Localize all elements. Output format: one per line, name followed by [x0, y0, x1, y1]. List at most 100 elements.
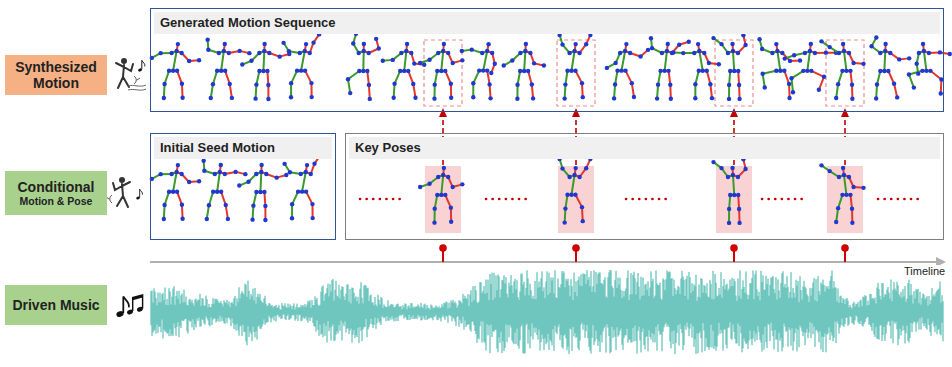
- joint: [162, 96, 166, 100]
- joint: [223, 42, 227, 46]
- joint: [562, 220, 566, 224]
- joint: [774, 42, 778, 46]
- joint: [180, 96, 184, 100]
- joint: [618, 51, 622, 55]
- joint: [736, 193, 740, 197]
- joint: [418, 185, 422, 189]
- joint: [732, 193, 736, 197]
- joint: [524, 42, 528, 46]
- note-beam: [133, 295, 143, 311]
- stick-figure: [907, 42, 952, 96]
- joint: [247, 51, 251, 55]
- joint: [542, 63, 546, 67]
- stick-figure: [557, 157, 592, 225]
- note-stem: [142, 60, 145, 69]
- joint: [217, 51, 221, 55]
- joint: [180, 217, 184, 221]
- joint: [847, 51, 851, 55]
- stick-figure: [237, 163, 288, 222]
- joint: [158, 172, 162, 176]
- joint: [211, 82, 215, 86]
- joint: [309, 172, 313, 176]
- stick-figure: [150, 42, 202, 100]
- joint: [719, 166, 723, 170]
- joint: [374, 37, 378, 41]
- joint: [254, 190, 258, 194]
- joint: [928, 69, 932, 73]
- joint: [623, 68, 627, 72]
- joint: [310, 202, 314, 206]
- limb: [362, 51, 364, 71]
- joint: [266, 83, 270, 87]
- limb: [844, 175, 846, 195]
- joint: [233, 170, 237, 174]
- joint: [299, 172, 303, 176]
- joint: [289, 95, 293, 99]
- joint: [567, 175, 571, 179]
- joint: [530, 82, 534, 86]
- joint: [809, 42, 813, 46]
- joint: [848, 69, 852, 73]
- joint: [730, 42, 734, 46]
- joint: [791, 90, 795, 94]
- joint: [569, 69, 573, 73]
- joint: [565, 193, 569, 197]
- joint: [277, 54, 281, 58]
- joint: [560, 42, 564, 46]
- row-label-text: Driven Music: [12, 297, 99, 313]
- joint: [917, 51, 921, 55]
- joint: [298, 51, 302, 55]
- joint: [705, 68, 709, 72]
- arrow-head: [572, 108, 580, 117]
- limb: [665, 51, 667, 71]
- joint: [907, 72, 911, 76]
- joint: [737, 97, 741, 101]
- joint: [693, 82, 697, 86]
- joint: [411, 82, 415, 86]
- music-note-icon: [136, 189, 143, 200]
- joint: [219, 163, 223, 167]
- joint: [573, 42, 577, 46]
- joint: [850, 221, 854, 225]
- joint: [488, 96, 492, 100]
- joint: [262, 42, 266, 46]
- icon-body: [113, 182, 130, 207]
- joint: [844, 69, 848, 73]
- joint: [737, 221, 741, 225]
- joint: [787, 96, 791, 100]
- joint: [175, 68, 179, 72]
- joint: [433, 206, 437, 210]
- joint: [697, 49, 701, 53]
- arrow-head: [841, 108, 849, 117]
- joint: [892, 82, 896, 86]
- joint: [299, 68, 303, 72]
- joint: [357, 51, 361, 55]
- joint: [743, 167, 747, 171]
- joint: [295, 68, 299, 72]
- joint: [312, 161, 316, 165]
- joint: [446, 175, 450, 179]
- joint: [201, 159, 205, 163]
- joint: [442, 166, 446, 170]
- joint: [573, 69, 577, 73]
- stick-figure: [282, 153, 322, 220]
- joint: [912, 85, 916, 89]
- joint: [824, 50, 828, 54]
- joint: [296, 189, 300, 193]
- arrow-head: [730, 108, 738, 117]
- limb: [441, 51, 443, 71]
- joint: [696, 42, 700, 46]
- stick-figure: [605, 42, 651, 101]
- joint: [613, 82, 617, 86]
- joint: [632, 95, 636, 99]
- joint: [493, 61, 497, 65]
- joint: [515, 83, 519, 87]
- axis-label: Timeline: [902, 265, 947, 278]
- limb: [259, 172, 262, 192]
- joint: [288, 170, 292, 174]
- joint: [222, 49, 226, 53]
- joint: [822, 75, 826, 79]
- joint: [197, 179, 201, 183]
